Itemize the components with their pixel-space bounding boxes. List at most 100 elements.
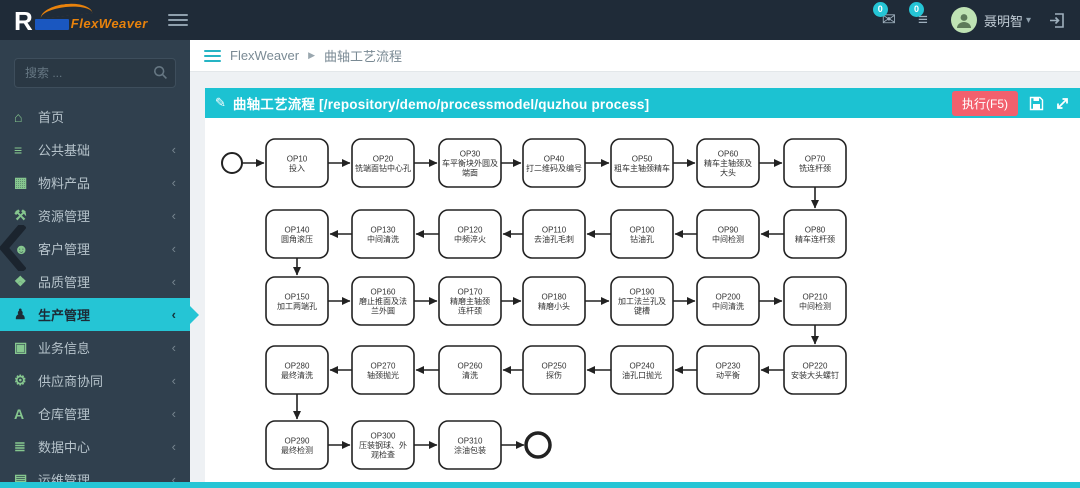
sidebar-toggle-icon[interactable] (168, 14, 188, 26)
sidebar-item-物料产品[interactable]: ▦物料产品‹ (0, 166, 190, 199)
process-panel: ✎ 曲轴工艺流程 [/repository/demo/processmodel/… (205, 88, 1080, 482)
production-icon: ♟ (14, 306, 27, 322)
sidebar-item-label: 品质管理 (38, 275, 91, 290)
breadcrumb: FlexWeaver ▶ 曲轴工艺流程 (190, 40, 1080, 72)
sidebar-menu: ⌂首页≡公共基础‹▦物料产品‹⚒资源管理‹☻客户管理‹❖品质管理‹♟生产管理‹▣… (0, 100, 199, 488)
sidebar-item-客户管理[interactable]: ☻客户管理‹ (0, 232, 190, 265)
logo-brand-text: FlexWeaver (70, 16, 148, 31)
sidebar-item-首页[interactable]: ⌂ 首页 (0, 100, 190, 133)
chevron-left-icon: ‹ (171, 241, 176, 256)
username-label[interactable]: 聂明智 (983, 13, 1023, 29)
sidebar-item-资源管理[interactable]: ⚒ 资源管理 ‹ (0, 199, 190, 232)
tasks-button[interactable]: ≡ 0 (909, 2, 928, 30)
user-menu-chevron-down-icon[interactable]: ▾ (1025, 14, 1031, 26)
briefcase-icon: ▣ (14, 339, 28, 355)
layers-icon: ≡ (14, 141, 23, 158)
sidebar-item-业务信息[interactable]: ▣业务信息‹ (0, 331, 190, 364)
breadcrumb-app[interactable]: FlexWeaver (230, 48, 300, 63)
messages-count-badge: 0 (872, 2, 888, 17)
chevron-left-icon: ‹ (171, 307, 176, 322)
panel-header: ✎ 曲轴工艺流程 [/repository/demo/processmodel/… (205, 88, 1080, 118)
quality-icon: ❖ (14, 273, 27, 289)
flow-start-node[interactable] (221, 152, 243, 174)
chevron-left-icon: ‹ (171, 406, 176, 421)
task-list-icon: ≡ (918, 10, 928, 29)
chevron-left-icon: ‹ (171, 208, 176, 223)
flow-end-node[interactable] (524, 431, 552, 459)
sidebar-item-生产管理[interactable]: ♟ 生产管理 ‹ (0, 298, 199, 331)
chevron-left-icon: ‹ (171, 142, 176, 157)
sidebar-item-公共基础[interactable]: ≡公共基础‹ (0, 133, 190, 166)
messages-button[interactable]: ✉ 0 (872, 2, 896, 30)
sidebar-item-label: 数据中心 (38, 440, 91, 455)
sidebar-item-label: 供应商协同 (38, 374, 104, 389)
sidebar-item-数据中心[interactable]: ≣数据中心‹ (0, 430, 190, 463)
search-input[interactable] (14, 58, 176, 88)
sidebar-item-label: 生产管理 (38, 308, 91, 323)
warehouse-icon: A (14, 405, 25, 422)
logout-button[interactable] (1049, 12, 1066, 29)
breadcrumb-menu-icon[interactable] (204, 49, 221, 62)
expand-icon[interactable] (1055, 96, 1070, 111)
sidebar-item-label: 资源管理 (38, 209, 91, 224)
search-icon[interactable] (153, 65, 168, 80)
execute-button[interactable]: 执行(F5) (952, 90, 1018, 116)
sidebar-item-供应商协同[interactable]: ⚙供应商协同‹ (0, 364, 190, 397)
sidebar: ⌂首页≡公共基础‹▦物料产品‹⚒资源管理‹☻客户管理‹❖品质管理‹♟生产管理‹▣… (0, 40, 199, 488)
edit-icon[interactable]: ✎ (215, 95, 226, 110)
wrench-icon: ⚒ (14, 207, 27, 223)
home-icon: ⌂ (14, 108, 23, 125)
sidebar-collapse-chevron-icon[interactable] (0, 222, 27, 276)
user-avatar[interactable] (950, 7, 977, 33)
sidebar-item-label: 首页 (38, 110, 65, 125)
panel-title: 曲轴工艺流程 [/repository/demo/processmodel/qu… (232, 97, 650, 112)
sidebar-item-品质管理[interactable]: ❖品质管理‹ (0, 265, 190, 298)
customer-icon: ☻ (14, 240, 29, 257)
main-content: FlexWeaver ▶ 曲轴工艺流程 ✎ 曲轴工艺流程 [/repositor… (190, 40, 1080, 488)
save-icon[interactable] (1029, 96, 1044, 111)
